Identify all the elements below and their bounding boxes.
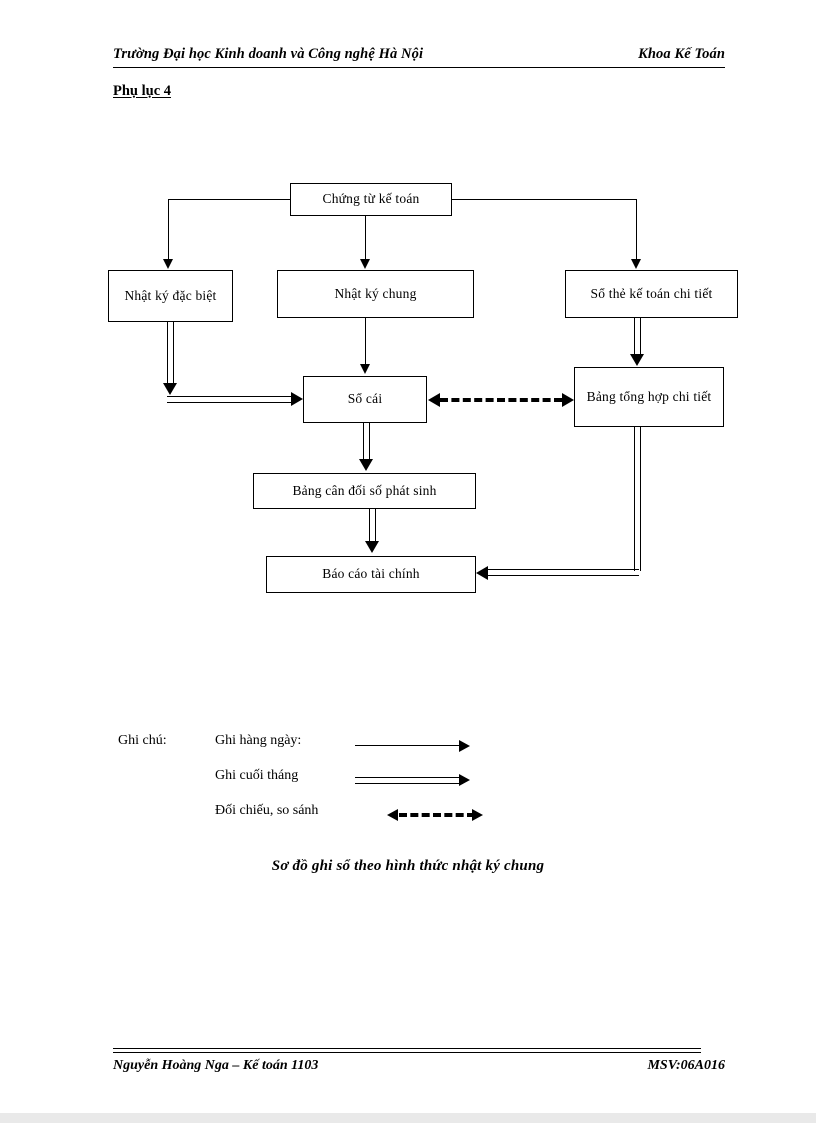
node-so-cai: Sổ cái	[303, 376, 427, 423]
arrowhead-down-bangcd	[358, 459, 373, 471]
node-bang-can-doi-so-phat-sinh: Bảng cân đối số phát sinh	[253, 473, 476, 509]
header-university: Trường Đại học Kinh doanh và Công nghệ H…	[113, 46, 424, 62]
footer-author: Nguyễn Hoàng Nga – Kế toán 1103	[113, 1058, 319, 1073]
node-nhat-ky-dac-biet: Nhật ký đặc biệt	[108, 270, 233, 322]
connector-bangth-to-baocao-horizontal	[488, 569, 639, 576]
arrowhead-down-nkdb-elbow	[162, 383, 177, 395]
arrowhead-left-baocao	[476, 565, 488, 580]
arrowhead-right-socai	[291, 391, 303, 406]
legend-label-daily: Ghi hàng ngày:	[215, 733, 302, 748]
connector-bangth-to-baocao-vertical	[634, 427, 641, 571]
arrowhead-down-sothe	[630, 259, 641, 269]
page-footer: Nguyễn Hoàng Nga – Kế toán 1103 MSV:06A0…	[113, 1058, 725, 1074]
header-rule	[113, 67, 725, 68]
legend-double-arrow-icon	[355, 773, 485, 788]
node-so-the-ke-toan-chi-tiet: Sổ thẻ kế toán chi tiết	[565, 270, 738, 318]
footer-student-id: MSV:06A016	[647, 1058, 725, 1073]
arrowhead-down-nkc	[359, 259, 370, 269]
arrowhead-right-bangth-compare	[562, 393, 574, 407]
connector-chungtu-to-sothe-vertical	[636, 199, 638, 261]
connector-socai-bangth-dashed	[440, 398, 562, 402]
footer-rule	[113, 1048, 701, 1053]
legend-label-monthly: Ghi cuối tháng	[215, 768, 299, 783]
page-header: Trường Đại học Kinh doanh và Công nghệ H…	[113, 46, 725, 63]
arrowhead-left-socai-compare	[428, 393, 440, 407]
connector-chungtu-to-nkc-vertical	[365, 216, 367, 261]
connector-nkc-to-socai-vertical	[365, 318, 367, 366]
legend-dashed-bidirectional-arrow-icon	[383, 809, 513, 823]
header-faculty: Khoa Kế Toán	[638, 46, 725, 62]
node-chung-tu-ke-toan: Chứng từ kế toán	[290, 183, 452, 216]
connector-chungtu-to-nkdb-vertical	[168, 199, 170, 261]
connector-socai-to-bangcd-vertical	[363, 423, 370, 461]
connector-nkdb-to-socai-vertical	[167, 322, 174, 384]
arrowhead-down-socai	[359, 364, 370, 374]
node-bao-cao-tai-chinh: Báo cáo tài chính	[266, 556, 476, 593]
connector-chungtu-to-sothe-horizontal	[452, 199, 637, 201]
legend-label-compare: Đối chiếu, so sánh	[215, 803, 319, 818]
legend-single-arrow-icon	[355, 739, 485, 753]
node-nhat-ky-chung: Nhật ký chung	[277, 270, 474, 318]
figure-caption: Sơ đồ ghi sổ theo hình thức nhật ký chun…	[271, 858, 545, 874]
arrowhead-down-bangth	[629, 354, 644, 366]
node-bang-tong-hop-chi-tiet: Bảng tổng hợp chi tiết	[574, 367, 724, 427]
connector-chungtu-to-nkdb-horizontal	[168, 199, 291, 201]
connector-bangcd-to-baocao-vertical	[369, 509, 376, 543]
arrowhead-down-baocao	[364, 541, 379, 553]
arrowhead-down-nkdb	[162, 259, 173, 269]
legend-title: Ghi chú:	[118, 733, 167, 748]
connector-sothe-to-bangth-vertical	[634, 318, 641, 356]
appendix-title: Phụ lục 4	[113, 83, 172, 99]
connector-nkdb-to-socai-horizontal	[167, 396, 293, 403]
